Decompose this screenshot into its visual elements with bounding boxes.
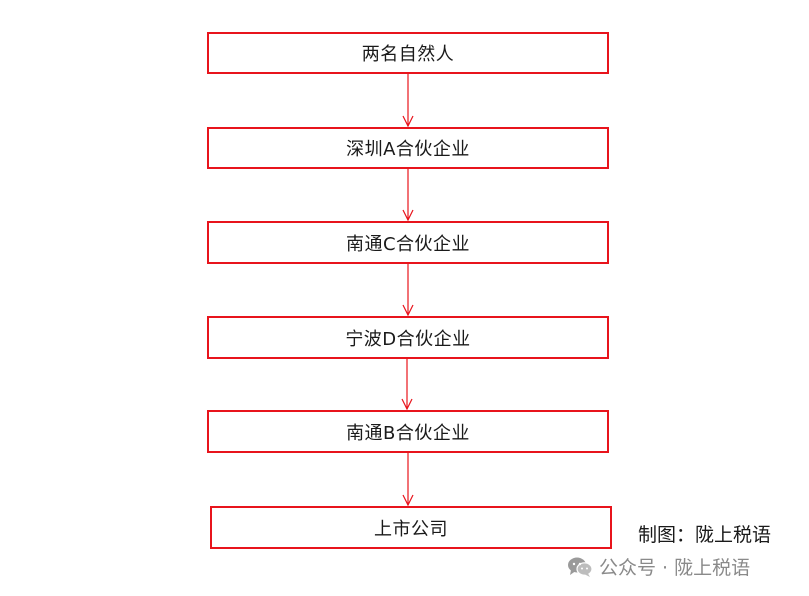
arrow-4-to-5 <box>401 359 413 411</box>
wechat-watermark: 公众号 · 陇上税语 <box>567 553 750 580</box>
arrow-1-to-2 <box>402 74 414 128</box>
node-shenzhen-a-partnership: 深圳A合伙企业 <box>207 127 609 169</box>
wechat-icon <box>567 556 593 578</box>
arrow-5-to-6 <box>402 453 414 507</box>
watermark-text: 公众号 · 陇上税语 <box>599 557 751 579</box>
node-listed-company: 上市公司 <box>210 506 612 549</box>
node-ningbo-d-partnership: 宁波D合伙企业 <box>207 316 609 359</box>
arrow-2-to-3 <box>402 169 414 222</box>
arrow-3-to-4 <box>402 264 414 317</box>
node-nantong-c-partnership: 南通C合伙企业 <box>207 221 609 264</box>
chart-credit: 制图：陇上税语 <box>638 524 772 546</box>
node-two-natural-persons: 两名自然人 <box>207 32 609 74</box>
node-nantong-b-partnership: 南通B合伙企业 <box>207 410 609 453</box>
